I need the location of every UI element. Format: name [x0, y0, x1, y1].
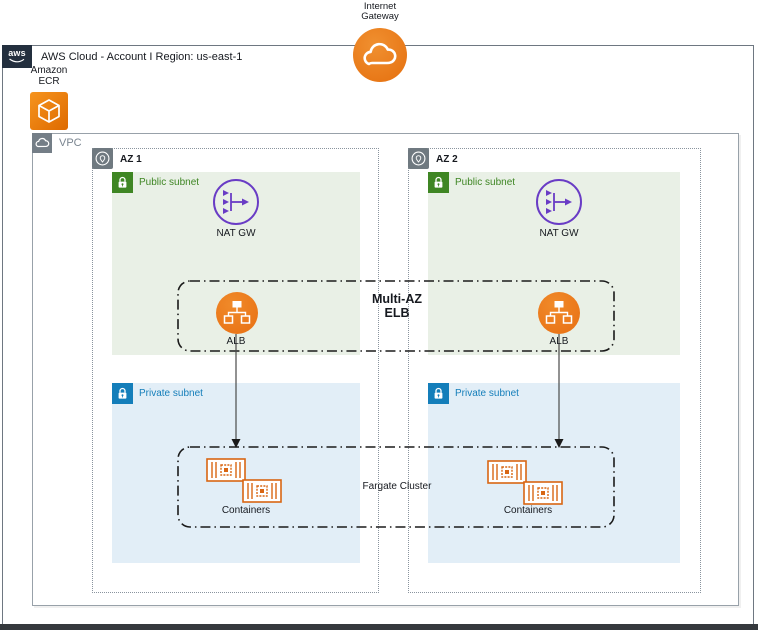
alb-label: ALB — [226, 336, 246, 347]
nat-gateway-icon — [213, 179, 259, 225]
padlock-glyph-icon — [118, 176, 127, 188]
ecr-icon — [30, 92, 68, 130]
container-icon — [242, 479, 282, 503]
nat-glyph-icon — [223, 190, 249, 214]
az2-box: AZ 2 — [408, 148, 701, 593]
padlock-glyph-icon — [118, 387, 127, 399]
az-icon — [92, 148, 113, 169]
cloud-glyph-icon — [363, 42, 397, 66]
vpc-label: VPC — [59, 137, 82, 149]
private-subnet-lock-icon — [112, 383, 133, 404]
alb-glyph-icon — [545, 301, 573, 324]
cube-glyph-icon — [38, 99, 60, 123]
nat-glyph-icon — [546, 190, 572, 214]
fargate-cluster-box — [177, 446, 615, 528]
containers-label: Containers — [221, 505, 271, 516]
aws-cloud-title: AWS Cloud - Account I Region: us-east-1 — [41, 51, 243, 63]
az1-label: AZ 1 — [120, 154, 142, 165]
padlock-glyph-icon — [434, 387, 443, 399]
vpc-icon — [32, 133, 52, 153]
az2-label: AZ 2 — [436, 154, 458, 165]
padlock-glyph-icon — [434, 176, 443, 188]
private-subnet-label: Private subnet — [455, 388, 519, 399]
alb-icon — [216, 292, 258, 334]
alb-glyph-icon — [223, 301, 251, 324]
az1-box: AZ 1 — [92, 148, 379, 593]
public-subnet-lock-icon — [428, 172, 449, 193]
public-subnet-lock-icon — [112, 172, 133, 193]
vpc-box: VPC — [32, 133, 739, 606]
public-subnet-label: Public subnet — [139, 177, 200, 188]
container-icon — [523, 481, 563, 505]
container-icon — [487, 460, 527, 484]
az-icon — [408, 148, 429, 169]
aws-logo-text: aws — [8, 48, 26, 58]
internet-gateway-icon — [353, 28, 407, 82]
fargate-cluster-label: Fargate Cluster — [362, 481, 432, 492]
ecr-label: Amazon ECR — [30, 65, 68, 87]
internet-gateway-label: Internet Gateway — [361, 1, 399, 22]
bottom-frame-edge — [0, 624, 758, 630]
alb-icon — [538, 292, 580, 334]
az2-private-subnet: Private subnet — [428, 383, 680, 563]
az-pin-glyph-icon — [95, 151, 110, 166]
containers-label: Containers — [503, 505, 553, 516]
az-pin-glyph-icon — [411, 151, 426, 166]
vpc-cloud-glyph-icon — [35, 137, 50, 148]
private-subnet-lock-icon — [428, 383, 449, 404]
container-icon — [206, 458, 246, 482]
nat-gw-label: NAT GW — [216, 228, 256, 239]
alb-label: ALB — [549, 336, 569, 347]
multi-az-elb-box — [177, 280, 615, 352]
public-subnet-label: Public subnet — [455, 177, 516, 188]
nat-gw-label: NAT GW — [539, 228, 579, 239]
aws-smile-icon — [9, 58, 25, 63]
private-subnet-label: Private subnet — [139, 388, 203, 399]
nat-gateway-icon — [536, 179, 582, 225]
multi-az-elb-label: Multi-AZ ELB — [372, 292, 422, 320]
aws-logo-badge: aws — [2, 45, 32, 68]
